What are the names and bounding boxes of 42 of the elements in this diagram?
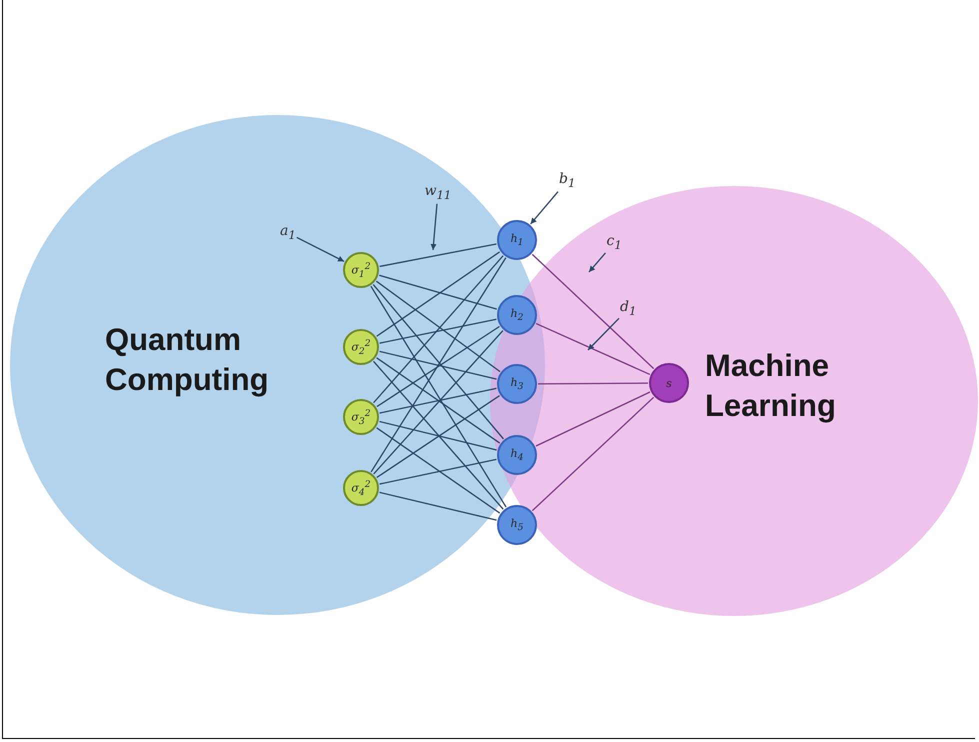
connection-line (376, 395, 500, 478)
variable-label: a$_{1}$ (280, 223, 296, 243)
connection-line (536, 322, 650, 376)
venn-ellipse (490, 186, 978, 616)
connection-line (379, 350, 497, 380)
neuron-node: s (649, 363, 689, 403)
connection-line (379, 318, 497, 344)
leader-arrow (296, 236, 344, 262)
connection-line (370, 257, 506, 472)
connection-line (373, 330, 504, 474)
connection-line (532, 254, 654, 370)
region-title: Machine Learning (705, 347, 837, 425)
variable-label: c$_{1}$ (606, 233, 622, 253)
variable-label: b$_{1}$ (559, 171, 576, 191)
connection-line (376, 251, 500, 337)
connection-line (538, 382, 648, 384)
connection-line (379, 492, 497, 521)
connection-line (532, 396, 654, 512)
connection-line (376, 357, 500, 444)
connection-line (376, 427, 500, 514)
connection-line (372, 284, 504, 440)
variable-label: w$_{11}$ (424, 183, 452, 203)
neuron-node: h$_{1}$ (497, 220, 537, 260)
leader-arrow (588, 252, 606, 272)
venn-ellipse (10, 115, 545, 615)
connection-line (379, 274, 497, 310)
connection-line (370, 286, 507, 508)
connection-line (536, 391, 650, 447)
region-title: Quantum Computing (105, 321, 270, 399)
connection-line (373, 255, 504, 404)
leader-arrow (430, 204, 438, 250)
leader-arrow (588, 318, 620, 350)
connection-line (373, 360, 504, 510)
connection-line (376, 280, 500, 372)
connection-line (376, 326, 500, 408)
neuron-node: h$_{5}$ (497, 505, 537, 545)
connection-line (379, 458, 497, 485)
connection-line (380, 243, 496, 268)
leader-arrow (530, 191, 558, 224)
connection-line (379, 420, 497, 451)
variable-label: d$_{1}$ (620, 299, 636, 319)
connection-line (379, 388, 497, 414)
